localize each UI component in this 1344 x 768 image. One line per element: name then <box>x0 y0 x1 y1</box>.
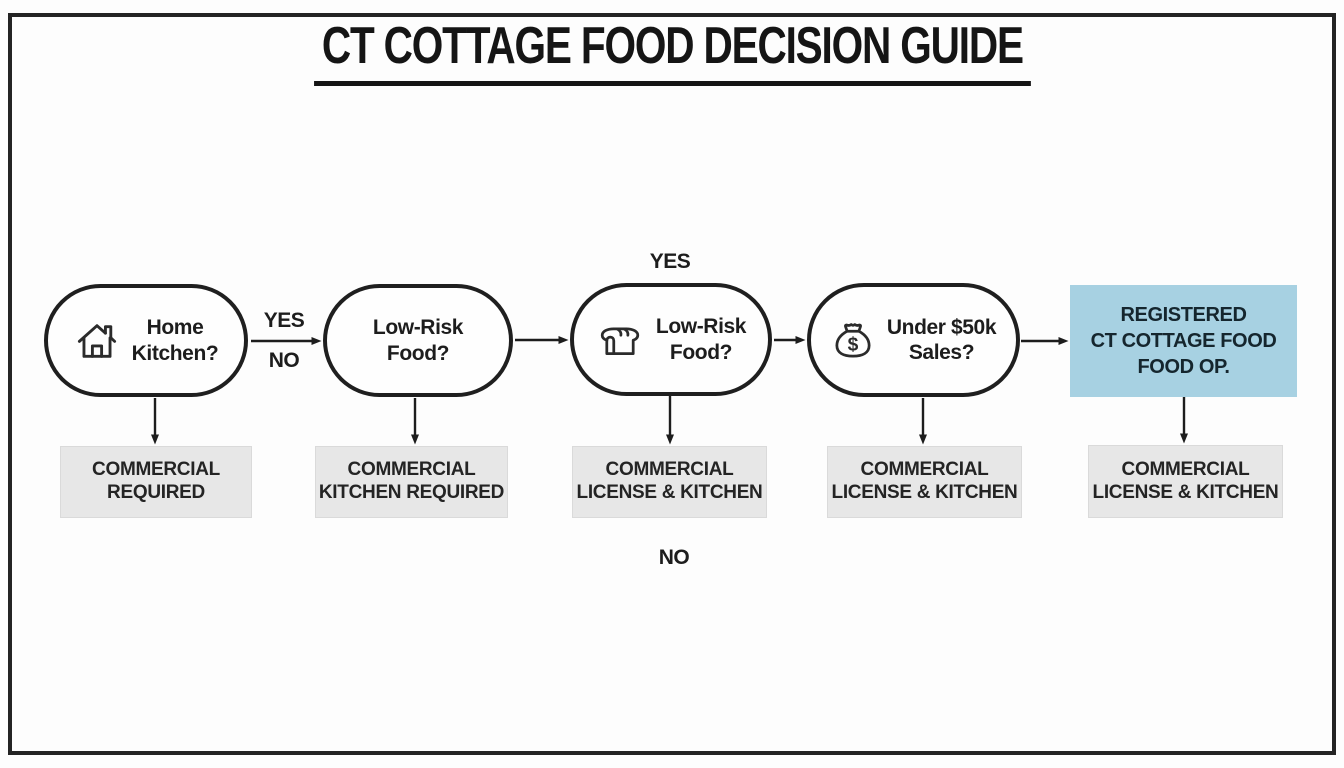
outcome-box-commercial-kitchen-required: COMMERCIAL KITCHEN REQUIRED <box>315 446 508 518</box>
decision-node-under-50k-sales: $ Under $50k Sales? <box>807 283 1020 397</box>
edge-label-yes-2: YES <box>649 250 691 273</box>
edge-label-no-2: NO <box>658 546 690 569</box>
outcome-box-license-kitchen-1: COMMERCIAL LICENSE & KITCHEN <box>572 446 767 518</box>
node-label: Home Kitchen? <box>131 316 219 365</box>
bread-icon <box>596 318 644 362</box>
outcome-label: COMMERCIAL LICENSE & KITCHEN <box>831 459 1018 503</box>
title-row: CT COTTAGE FOOD DECISION GUIDE <box>0 20 1344 86</box>
diagram-border-frame <box>8 13 1336 755</box>
outcome-box-license-kitchen-2: COMMERCIAL LICENSE & KITCHEN <box>827 446 1022 518</box>
decision-node-low-risk-food-1: Low-Risk Food? <box>323 284 513 397</box>
result-box-registered-cottage-food: REGISTERED CT COTTAGE FOOD FOOD OP. <box>1070 285 1297 397</box>
outcome-label: COMMERCIAL KITCHEN REQUIRED <box>318 459 505 503</box>
dollar-glyph: $ <box>848 334 859 355</box>
outcome-label: COMMERCIAL REQUIRED <box>92 459 220 503</box>
outcome-box-commercial-required: COMMERCIAL REQUIRED <box>60 446 252 518</box>
decision-node-low-risk-food-2: Low-Risk Food? <box>570 283 772 396</box>
result-label: REGISTERED CT COTTAGE FOOD FOOD OP. <box>1090 304 1277 378</box>
edge-label-yes-1: YES <box>263 309 305 332</box>
node-label: Low-Risk Food? <box>372 316 464 365</box>
page-title: CT COTTAGE FOOD DECISION GUIDE <box>313 20 1031 86</box>
outcome-box-license-kitchen-3: COMMERCIAL LICENSE & KITCHEN <box>1088 445 1283 518</box>
outcome-label: COMMERCIAL LICENSE & KITCHEN <box>1092 458 1279 503</box>
node-label: Under $50k Sales? <box>886 315 997 364</box>
outcome-label: COMMERCIAL LICENSE & KITCHEN <box>576 459 763 503</box>
node-label: Low-Risk Food? <box>655 315 747 364</box>
house-icon <box>74 318 120 364</box>
edge-label-no-1: NO <box>268 349 300 372</box>
decision-node-home-kitchen: Home Kitchen? <box>44 284 248 397</box>
money-bag-icon: $ <box>831 317 875 363</box>
